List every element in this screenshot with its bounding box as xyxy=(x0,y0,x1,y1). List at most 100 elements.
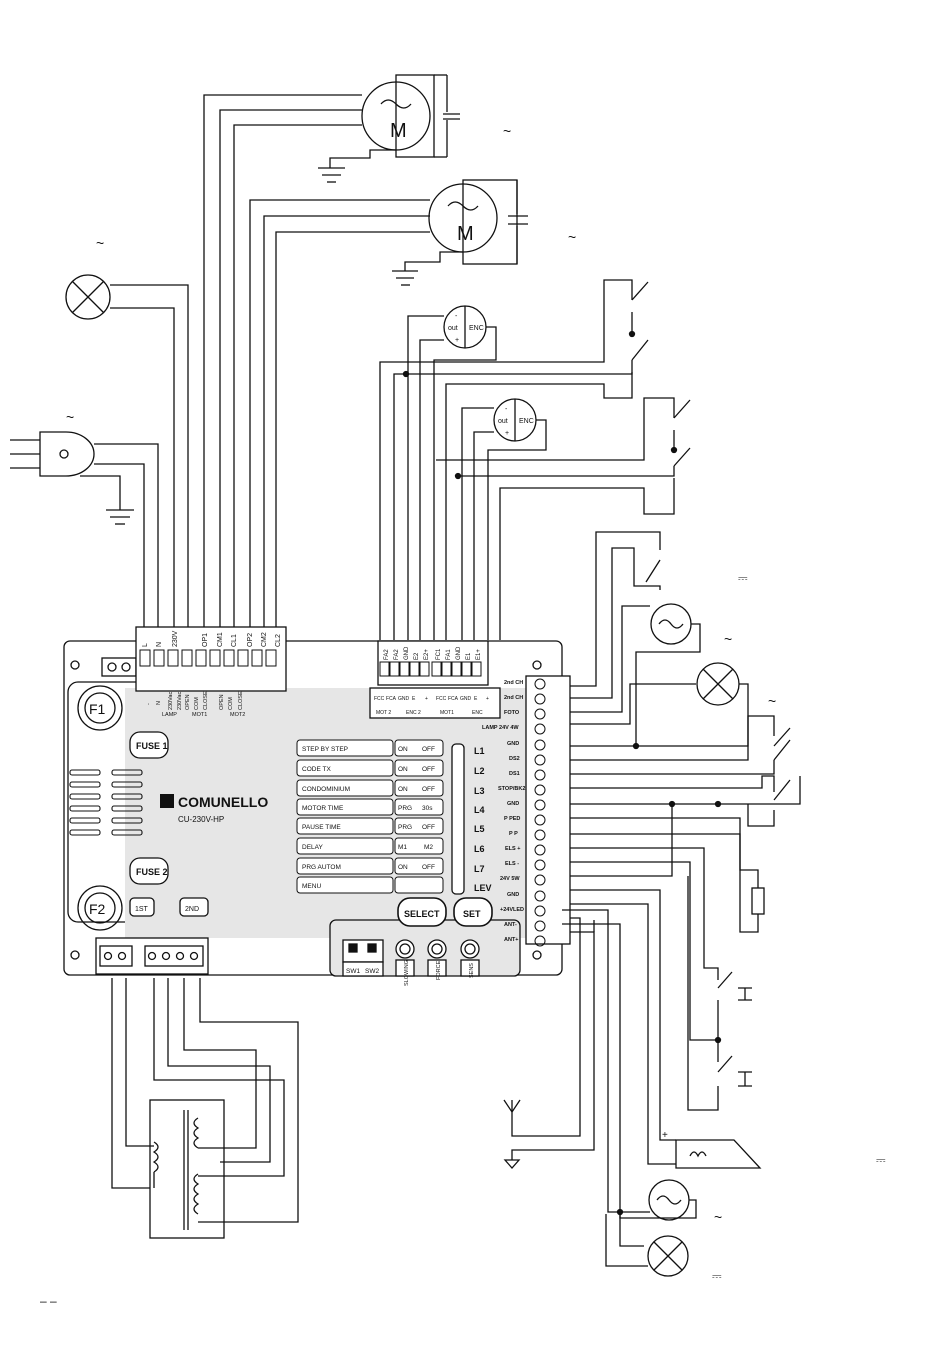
right-terminal-label: ANT- xyxy=(504,922,517,928)
fuse-2-tag: F2 xyxy=(89,901,106,917)
footer-marks: – – xyxy=(40,1294,57,1308)
menu-led: L5 xyxy=(474,824,485,834)
menu-row: MOTOR TIME PRG 30s L4 xyxy=(296,798,485,816)
enc-sub-label: FCA xyxy=(448,696,459,702)
enc-terminal-label: E2 xyxy=(414,652,420,660)
right-terminal-label: STOP/BK2 xyxy=(498,786,525,792)
lamp-230v-ac-symbol: ~ xyxy=(96,235,104,251)
menu-row: PAUSE TIME PRG OFF L5 xyxy=(296,817,485,835)
set-button[interactable]: SET xyxy=(463,909,481,919)
menu-option: M1 xyxy=(398,844,407,851)
top-terminal-label: N xyxy=(156,642,163,647)
motor-2 xyxy=(249,179,528,640)
right-terminal-label: ELS - xyxy=(505,861,519,867)
menu-label: PRG AUTOM xyxy=(302,864,341,871)
enc-sub-label: E xyxy=(412,696,416,702)
menu-option: ON xyxy=(398,864,408,871)
top-terminal-label: CL1 xyxy=(231,634,238,647)
encoder-1-plus: + xyxy=(455,337,459,344)
trimmer-label: FORCE xyxy=(436,960,442,980)
channel-1-button[interactable]: 1ST xyxy=(135,906,149,913)
menu-led: L6 xyxy=(474,844,485,854)
enc-terminal-label: GND xyxy=(404,646,410,660)
right-terminal-label: +24VLED xyxy=(500,907,524,913)
encoder-2-out: out xyxy=(498,418,508,425)
menu-alt: OFF xyxy=(422,766,435,773)
right-terminal-label: ELS + xyxy=(505,846,520,852)
top-terminal-sub: N xyxy=(156,701,162,705)
top-terminal-sub: CLOSE xyxy=(203,691,209,710)
menu-alt: OFF xyxy=(422,864,435,871)
encoder-2-enc: ENC xyxy=(519,418,534,425)
top-terminal-label: CM2 xyxy=(261,632,268,647)
enc-sub-label: GND xyxy=(398,696,410,702)
menu-led: L7 xyxy=(474,864,485,874)
menu-label: CONDOMINIUM xyxy=(302,786,350,793)
top-terminal-group: MOT1 xyxy=(192,712,207,718)
menu-row: CODE TX ON OFF L2 xyxy=(296,759,485,777)
limit-switches-mot2 xyxy=(436,397,691,640)
right-terminal-label: 24V 5W xyxy=(500,876,520,882)
select-button[interactable]: SELECT xyxy=(404,909,440,919)
lock-plus: + xyxy=(662,1130,668,1141)
menu-option: PRG xyxy=(398,805,412,812)
menu-option: ON xyxy=(398,786,408,793)
menu-led: L1 xyxy=(474,746,485,756)
enc-sub-label: GND xyxy=(460,696,472,702)
control-board xyxy=(63,626,571,977)
menu-label: MOTOR TIME xyxy=(302,805,344,812)
dc-symbol: ⎓ xyxy=(738,571,748,585)
enc-terminal-label: FA2 xyxy=(394,649,400,660)
enc-sub-label: + xyxy=(425,696,428,702)
trimmer-label: SENS xyxy=(469,963,475,978)
limit-switches-mot1 xyxy=(379,279,649,640)
menu-alt: M2 xyxy=(424,844,433,851)
motor-2-symbol: M xyxy=(457,223,474,245)
menu-option: ON xyxy=(398,746,408,753)
encoder-2-plus: + xyxy=(505,430,509,437)
menu-led: L4 xyxy=(474,805,485,815)
motor-1 xyxy=(203,74,460,640)
dc-symbol: ⎓ xyxy=(876,1153,886,1167)
motor-1-symbol: M xyxy=(390,120,407,142)
menu-led: LEV xyxy=(474,883,492,893)
enc-sub-label: E xyxy=(474,696,478,702)
lamp-230v xyxy=(65,274,189,640)
enc-terminal-label: E1+ xyxy=(476,649,482,660)
trimmer-label: SLOWING xyxy=(404,960,410,986)
channel-2-button[interactable]: 2ND xyxy=(185,906,199,913)
enc-group-label: MOT1 xyxy=(440,710,454,716)
mains-ac-symbol: ~ xyxy=(66,409,74,425)
menu-led: L2 xyxy=(474,766,485,776)
enc-sub-label: FCC xyxy=(374,696,385,702)
right-terminal-label: FOTO xyxy=(504,710,520,716)
ac-symbol: ~ xyxy=(724,631,732,647)
right-terminal-label: GND xyxy=(507,801,519,807)
encoder-2 xyxy=(461,398,547,640)
brand-name: COMUNELLO xyxy=(178,794,268,810)
right-terminal-label: GND xyxy=(507,741,519,747)
enc-terminal-label: FA2 xyxy=(384,649,390,660)
menu-row: CONDOMINIUM ON OFF L3 xyxy=(296,779,485,797)
menu-label: STEP BY STEP xyxy=(302,746,348,753)
ac-symbol: ~ xyxy=(768,693,776,709)
top-terminal-sub: CLOSE xyxy=(238,691,244,710)
enc-sub-label: FCC xyxy=(436,696,447,702)
enc-sub-label: FCA xyxy=(386,696,397,702)
top-terminal-label: OP2 xyxy=(247,633,254,647)
top-terminal-group: MOT2 xyxy=(230,712,245,718)
right-terminal-label: LAMP 24V 4W xyxy=(482,725,519,731)
motor-2-ac-symbol: ~ xyxy=(568,229,576,245)
menu-alt: 30s xyxy=(422,805,433,812)
motor-1-ac-symbol: ~ xyxy=(503,123,511,139)
menu-row: DELAY M1 M2 L6 xyxy=(296,837,485,855)
transformer xyxy=(111,978,299,1239)
sw2-label: SW2 xyxy=(365,968,379,975)
top-terminal-sub: COM xyxy=(228,697,234,710)
top-terminal-sub: - xyxy=(146,703,152,705)
enc-terminal-label: FA1 xyxy=(446,649,452,660)
enc-sub-label: + xyxy=(486,696,489,702)
enc-terminal-label: FC1 xyxy=(436,648,442,660)
enc-terminal-label: E2+ xyxy=(424,649,430,660)
top-terminal-sub: 230Vac xyxy=(177,692,183,710)
